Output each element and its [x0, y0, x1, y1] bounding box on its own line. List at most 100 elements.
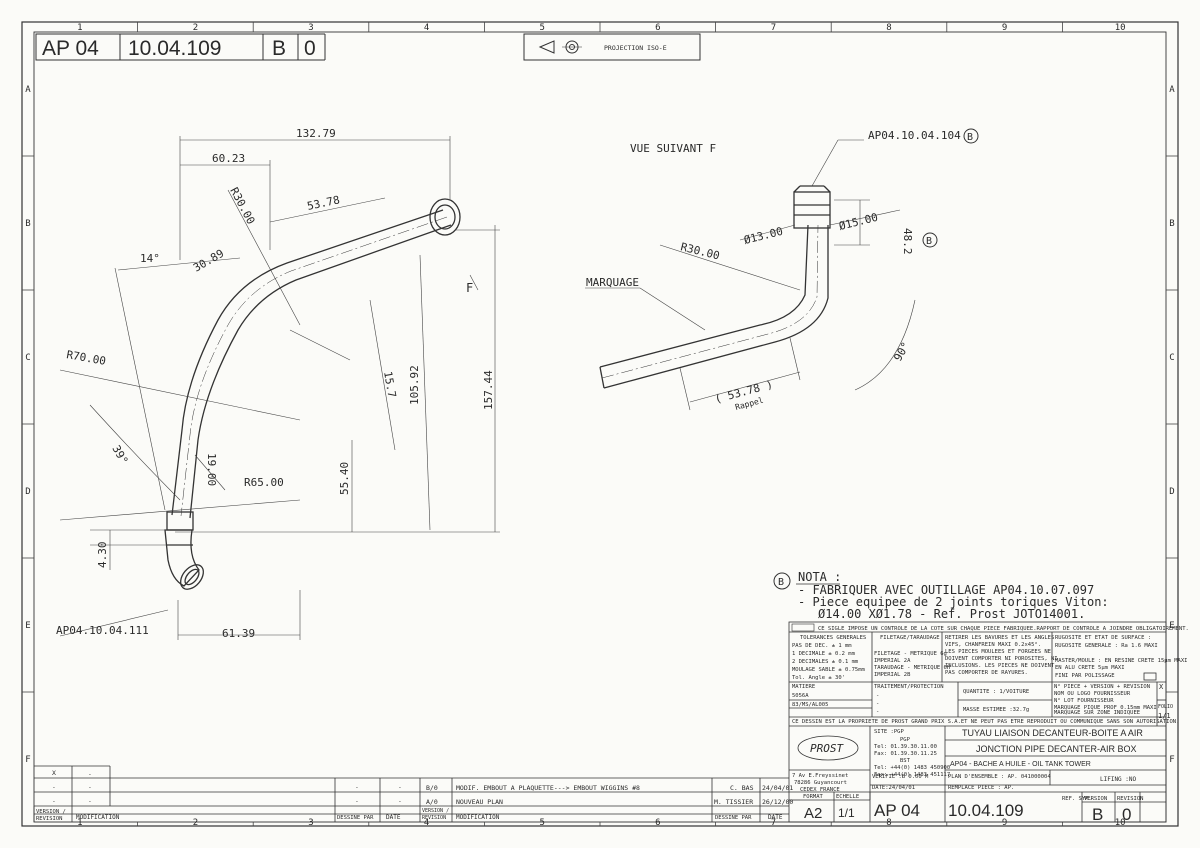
piece-line: NOM OU LOGO FOURNISSEUR [1054, 691, 1131, 697]
dim-55: 55.40 [338, 462, 351, 495]
part-revision: 0 [304, 37, 316, 60]
edges-line: LES PIECES MOULEES ET FORGEES NE [945, 649, 1051, 655]
tol-line: MOULAGE SABLE ± 0.75mm [792, 667, 866, 673]
traitement-value: - [876, 701, 879, 707]
projection-box: PROJECTION ISO-E [523, 33, 701, 61]
roughness-line: EN ALU CRETE 5µm MAXI [1055, 665, 1125, 671]
part-version: B [272, 37, 286, 60]
main-view-labels: 132.79 60.23 53.78 R30.00 30.89 14° R70.… [56, 127, 495, 640]
zone-row-label: A [1169, 85, 1175, 95]
zone-column-label: 6 [655, 818, 660, 828]
tol-line: Tol. Angle ± 30' [792, 675, 845, 681]
dim-19: 19.00 [205, 453, 218, 486]
dim-dia15: Ø15.00 [838, 211, 880, 233]
dim-157: 157.44 [482, 370, 495, 410]
height-marker-icon [922, 232, 938, 248]
dim-r30: R30.00 [227, 185, 257, 226]
part-number: 10.04.109 [128, 37, 221, 60]
roughness-line: RUGOSITE ET ETAT DE SURFACE : [1055, 635, 1151, 641]
site-line: PGP [900, 737, 911, 743]
matiere-value: 83/MS/AL005 [792, 702, 828, 708]
nota-line-3: Ø14.00 XØ1.78 - Ref. Prost JOTO14001. [818, 607, 1085, 621]
format-value: A2 [804, 805, 822, 822]
revision-table-text: X . . . . . . . . . B/0 MODIF. EMBOUT A … [36, 769, 793, 822]
part-prefix: AP 04 [42, 37, 99, 60]
plan-ensemble: PLAN D'ENSEMBLE : AP. 041000004 [948, 774, 1051, 780]
date: DATE:24/04/01 [872, 785, 915, 791]
footer-part-number: 10.04.109 [948, 801, 1024, 820]
zone-column-label: 3 [308, 818, 313, 828]
folio-label: FOLIO [1158, 704, 1173, 710]
echelle-label: ECHELLE [836, 794, 859, 800]
rev-header-revision: REVISION [422, 815, 446, 821]
rev-header-version: VERSION / [36, 809, 66, 815]
zone-row-label: E [25, 621, 30, 631]
thread-line: IMPERIAL 2B [874, 672, 911, 678]
dim-30-89: 30.89 [191, 247, 226, 275]
rev-header-dessine: DESSINE PAR [337, 815, 374, 821]
edges-line: PAS COMPORTER DE RAYURES. [945, 670, 1028, 676]
view-f-labels: VUE SUIVANT F AP04.10.04.104 B R30.00 Ø1… [586, 128, 979, 412]
nota-title: NOTA : [798, 570, 841, 584]
edges-line: INCLUSIONS. LES PIECES NE DOIVENT [945, 663, 1055, 669]
zone-row-label: B [1169, 219, 1174, 229]
title-block-text: CE SIGLE IMPOSE UN CONTROLE DE LA COTE S… [791, 623, 1189, 824]
ref-top-marker-icon [963, 128, 979, 144]
rev-by: C. BAS [730, 784, 754, 792]
ref-top-marker: B [967, 132, 973, 143]
zone-column-label: 9 [1002, 818, 1007, 828]
zone-row-label: D [1169, 487, 1174, 497]
dim-132: 132.79 [296, 127, 336, 140]
address-line: 7 Av E.Freyssinet [792, 773, 848, 779]
outer-frame [21, 21, 1179, 827]
dim-r70: R70.00 [65, 348, 106, 368]
marking-label: MARQUAGE [586, 276, 639, 289]
pipe-fitting [166, 511, 194, 531]
zone-row-label: A [25, 85, 31, 95]
zone-column-label: 10 [1115, 23, 1126, 33]
revision-table-frame [33, 765, 789, 822]
dim-39-deg: 39° [109, 443, 130, 467]
zone-column-label: 2 [193, 23, 198, 33]
zone-column-label: 10 [1115, 818, 1126, 828]
dim-r30-f: R30.00 [679, 240, 721, 262]
nota-marker-icon [773, 572, 791, 590]
roughness-line: RUGOSITE GENERALE : Ra 1.6 MAXI [1055, 643, 1158, 649]
rev-header-date: DATE [386, 814, 401, 821]
height-marker: B [926, 236, 932, 247]
edges-line: RETIRER LES BAVURES ET LES ANGLES [945, 635, 1054, 641]
rev-header-revision: REVISION [36, 816, 63, 822]
traitement-label: TRAITEMENT/PROTECTION [874, 684, 944, 690]
zone-column-label: 4 [424, 23, 429, 33]
rev-header-modification: MODIFICATION [76, 814, 120, 821]
rev-header-date: DATE [768, 814, 783, 821]
zone-row-label: F [1169, 755, 1174, 765]
dim-r65: R65.00 [244, 476, 284, 489]
pipe-end-top [429, 198, 461, 236]
rev-code: B/0 [426, 784, 438, 792]
rev-header-version: VERSION / [422, 808, 449, 814]
folio-value: 1/1 [1158, 712, 1171, 720]
zone-row-label: F [25, 755, 30, 765]
main-view-pipe [164, 198, 461, 590]
assembly: AP04 - BACHE A HUILE - OIL TANK TOWER [950, 761, 1091, 768]
nota-block: B NOTA : - FABRIQUER AVEC OUTILLAGE AP04… [773, 570, 1109, 621]
site-line: BST [900, 758, 911, 764]
edges-line: DOIVENT COMPORTER NI POROSITES, NI [945, 656, 1058, 662]
prost-logo-icon [797, 735, 859, 761]
zone-column-label: 8 [886, 818, 891, 828]
rev-text: NOUVEAU PLAN [456, 798, 503, 806]
masse: MASSE ESTIMEE :32.7g [963, 707, 1029, 713]
pipe-end-fitting [164, 529, 200, 587]
echelle-value: 1/1 [838, 806, 855, 820]
thread-line: FILETAGE - METRIQUE 6g [874, 651, 947, 657]
site-line: Fax: 01.39.30.11.25 [874, 751, 937, 757]
projection-cone-icon [538, 40, 555, 54]
site-line: Fax: +44(0) 1483 451117 [874, 772, 950, 778]
dim-60: 60.23 [212, 152, 245, 165]
zone-column-label: 7 [771, 818, 776, 828]
ref-left: AP04.10.04.111 [56, 624, 149, 637]
remplace: REMPLACE PIECE : AP. [948, 785, 1014, 791]
format-label: FORMAT [803, 794, 824, 800]
